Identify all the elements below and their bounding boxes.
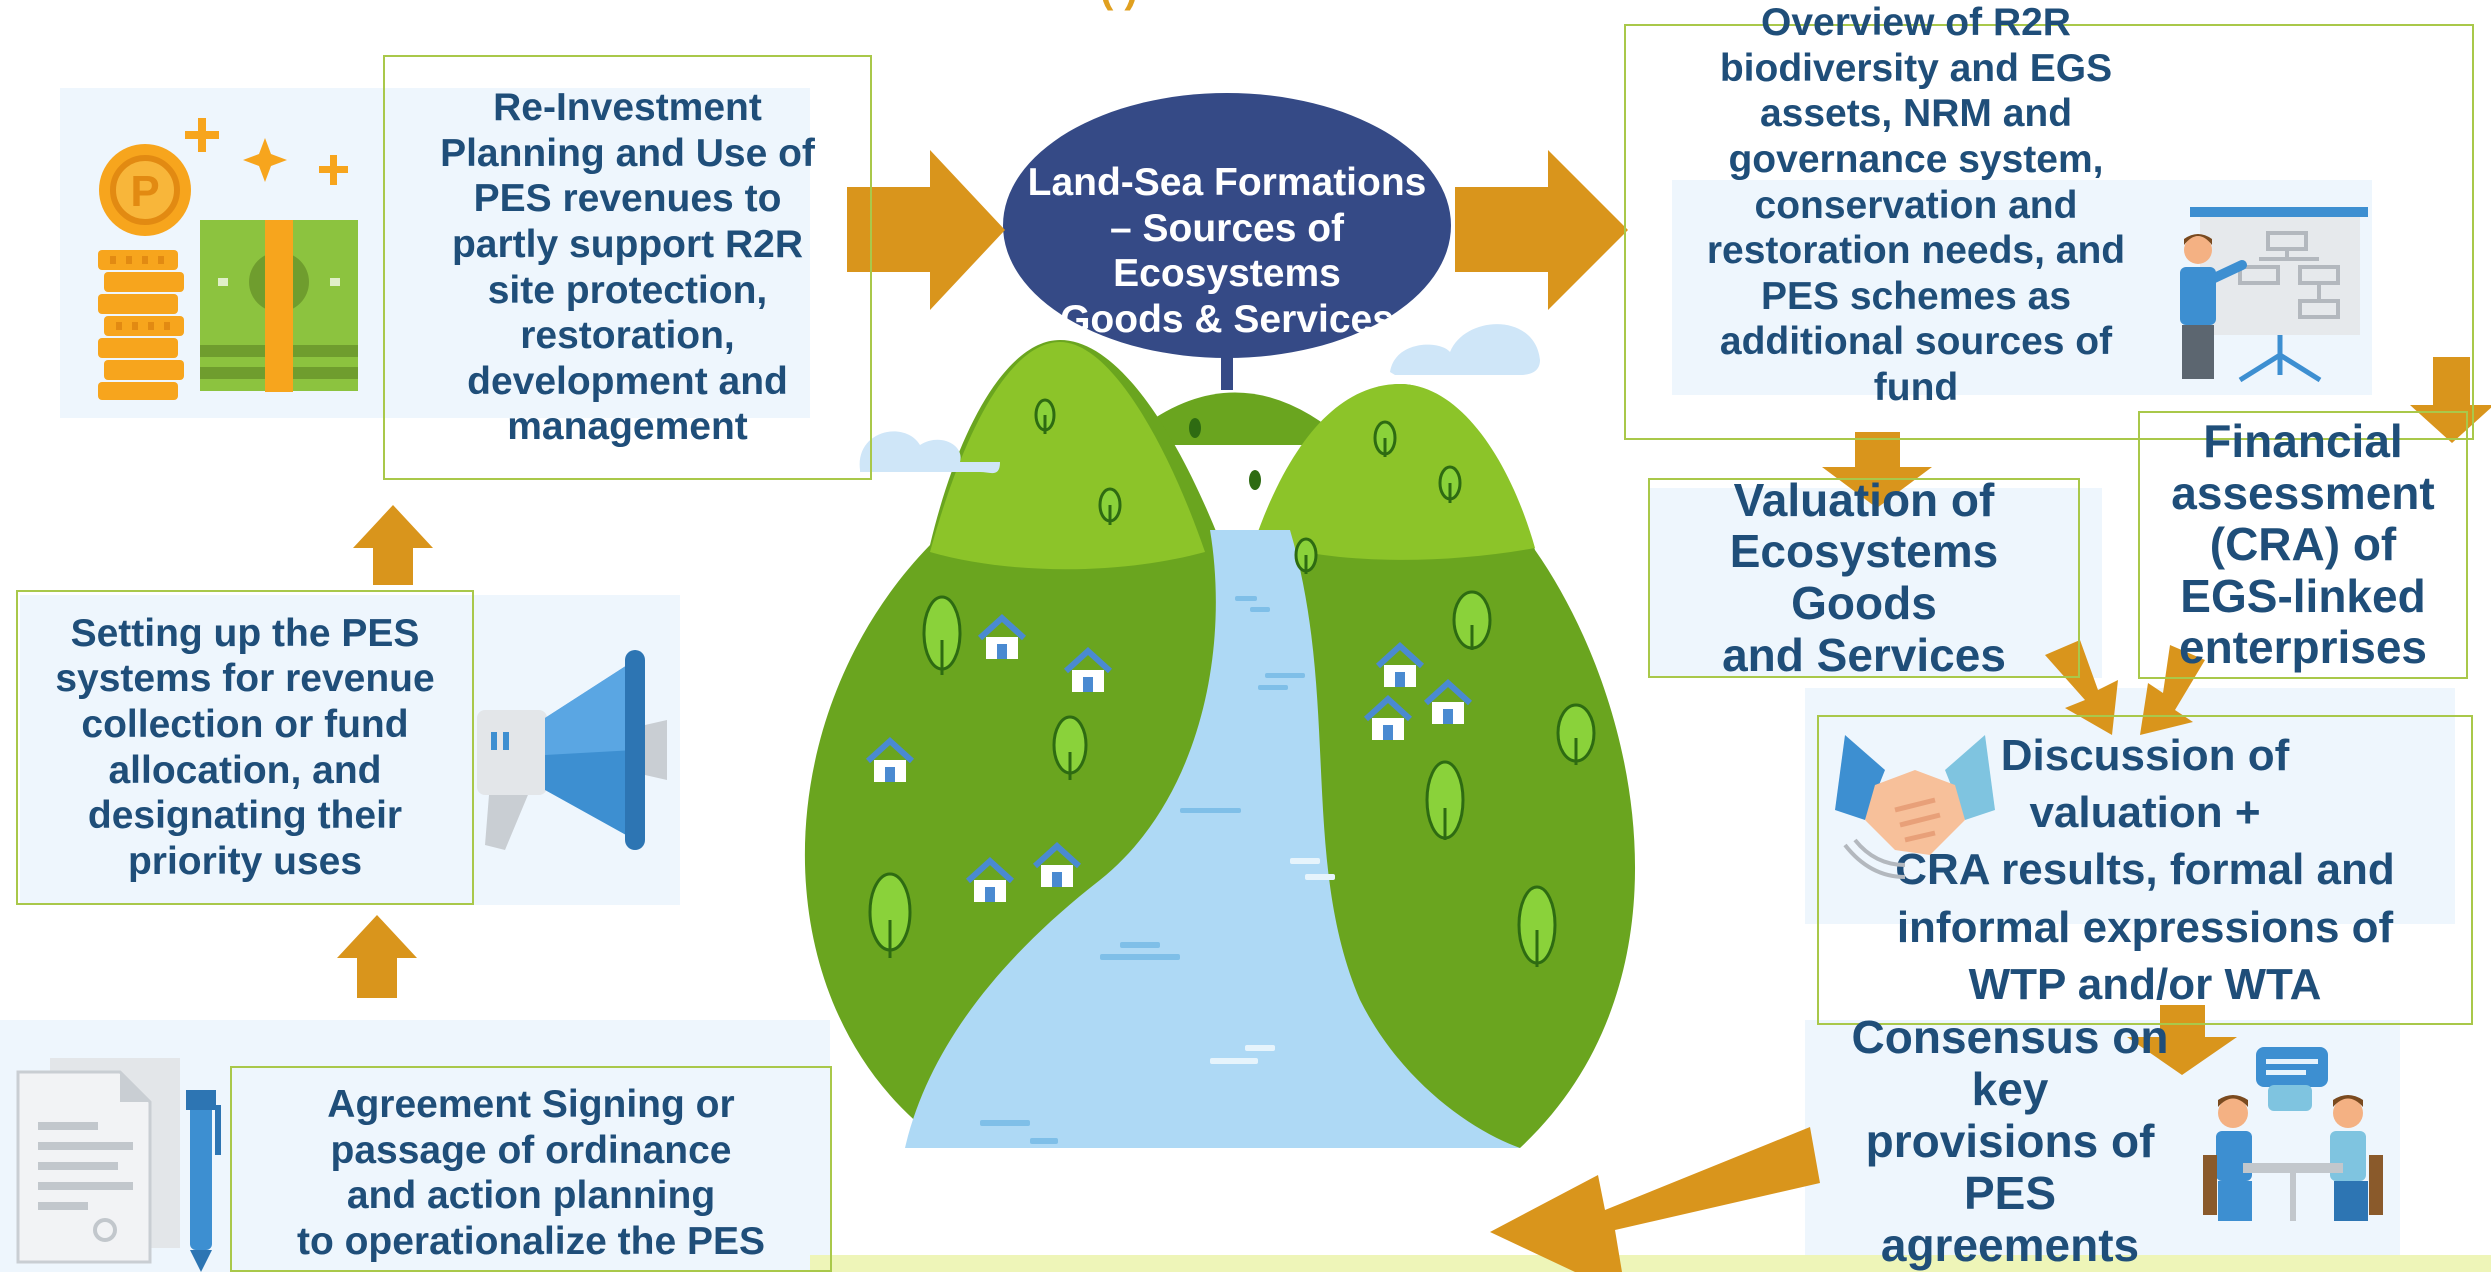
arrow-valuation-to-discussion bbox=[2045, 640, 2118, 735]
agreement-text: Agreement Signing or passage of ordinanc… bbox=[296, 1083, 766, 1263]
arrow-to-agreement bbox=[1490, 1127, 1820, 1272]
valuation-box: Valuation of Ecosystems Goods and Servic… bbox=[1648, 473, 2080, 681]
bottom-strip bbox=[810, 1255, 2491, 1272]
discussion-box: Discussion of valuation + CRA results, f… bbox=[1817, 715, 2473, 1025]
houses bbox=[865, 613, 1473, 902]
center-ellipse bbox=[1003, 93, 1451, 358]
trees bbox=[868, 398, 1596, 967]
financial-box: Financial assessment (CRA) of EGS-linked… bbox=[2138, 411, 2468, 679]
overview-text: Overview of R2R biodiversity and EGS ass… bbox=[1706, 1, 2126, 409]
megaphone-icon bbox=[477, 650, 667, 850]
financial-text: Financial assessment (CRA) of EGS-linked… bbox=[2171, 415, 2435, 674]
presentation-board-icon bbox=[2180, 207, 2368, 383]
setup-box: Setting up the PES systems for revenue c… bbox=[16, 590, 474, 905]
back-hill bbox=[1120, 392, 1350, 445]
money-panel bbox=[60, 88, 810, 418]
clouds bbox=[859, 324, 1540, 474]
reinvestment-box: Re-Investment Planning and Use of PES re… bbox=[383, 55, 872, 480]
reinvestment-text: Re-Investment Planning and Use of PES re… bbox=[440, 86, 815, 449]
left-hill-top bbox=[930, 342, 1205, 570]
svg-text:P: P bbox=[130, 167, 159, 216]
arrow-to-valuation bbox=[1822, 432, 1932, 508]
arrow-to-financial bbox=[2410, 357, 2491, 443]
arrow-to-setup bbox=[337, 915, 417, 998]
consensus-text: Consensus on key provisions of PES agree… bbox=[1851, 1011, 2169, 1271]
center-title: Land-Sea Formations – Sources of Ecosyst… bbox=[1027, 161, 1427, 341]
arrow-to-reinvestment bbox=[353, 505, 433, 585]
arrow-to-overview bbox=[1455, 150, 1628, 310]
right-hill-top bbox=[1255, 384, 1535, 560]
diagram-title-fragment: ( ) bbox=[1100, 0, 1138, 13]
valuation-text: Valuation of Ecosystems Goods and Servic… bbox=[1722, 473, 2006, 681]
coins-and-cash-icon: P bbox=[98, 118, 358, 400]
meeting-icon bbox=[2203, 1047, 2383, 1221]
document-and-pen-icon bbox=[16, 1058, 221, 1272]
discussion-text: Discussion of valuation + CRA results, f… bbox=[1895, 731, 2395, 1009]
arrow-financial-to-discussion bbox=[2140, 645, 2205, 735]
river bbox=[905, 530, 1520, 1148]
handshake-icon bbox=[1835, 735, 1995, 879]
overview-box: Overview of R2R biodiversity and EGS ass… bbox=[1624, 1, 2474, 440]
agreement-box: Agreement Signing or passage of ordinanc… bbox=[230, 1066, 832, 1272]
setup-text: Setting up the PES systems for revenue c… bbox=[55, 611, 435, 883]
arrow-to-consensus bbox=[2127, 1005, 2237, 1075]
valuation-panel bbox=[1650, 488, 2102, 678]
arrow-to-center bbox=[847, 150, 1005, 310]
